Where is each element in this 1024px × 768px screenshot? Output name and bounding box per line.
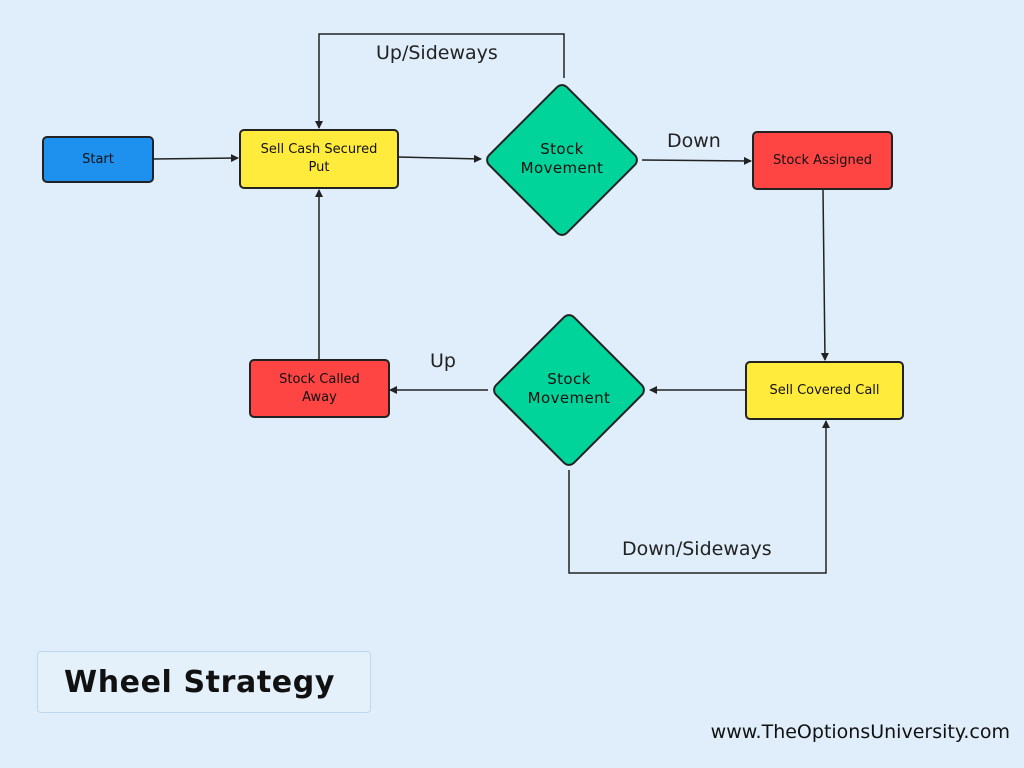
stock-called-away-node: Stock Called Away [249,359,390,418]
edge-label-down: Down [667,130,721,152]
start-node-label: Start [82,151,114,167]
stock-movement-bottom-label: Stock Movement [527,370,611,407]
stock-movement-top-label: Stock Movement [520,140,604,177]
title-box: Wheel Strategy [37,651,371,713]
edge-movement-down [641,156,752,165]
website-url: www.TheOptionsUniversity.com [710,721,1010,743]
edge-movement-up-sideways [315,33,565,129]
stock-called-away-label: Stock Called Away [279,371,360,405]
edge-csp-to-movement [397,154,482,163]
edge-assigned-to-cc [820,189,829,361]
stock-assigned-node: Stock Assigned [752,131,893,190]
sell-covered-call-node: Sell Covered Call [745,361,904,420]
edge-label-up: Up [430,350,456,372]
start-node: Start [42,136,154,183]
diagram-title: Wheel Strategy [64,664,335,700]
edge-label-up-sideways: Up/Sideways [376,42,498,64]
sell-cash-secured-put-node: Sell Cash Secured Put [239,129,399,189]
edge-movement-down-sideways [568,420,830,574]
sell-cash-secured-put-label: Sell Cash Secured Put [260,142,378,175]
edge-label-down-sideways: Down/Sideways [622,538,772,560]
edge-start-to-csp [152,154,239,163]
sell-covered-call-label: Sell Covered Call [769,382,880,398]
stock-assigned-label: Stock Assigned [773,152,872,168]
